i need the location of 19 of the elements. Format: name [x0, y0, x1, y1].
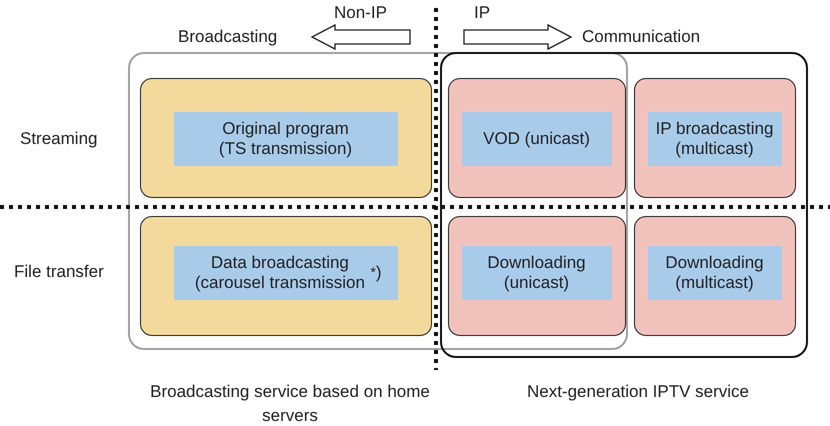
service-box: VOD (unicast) [462, 112, 612, 166]
group-caption: Broadcasting service based on home servers [150, 381, 430, 426]
axis-label: Non-IP [334, 3, 387, 23]
category-panel [448, 78, 626, 198]
row-label: Streaming [20, 129, 98, 149]
service-box: IP broadcasting (multicast) [648, 112, 782, 166]
group-caption: Next-generation IPTV service [526, 381, 750, 403]
axis-label: IP [474, 3, 490, 23]
category-panel [140, 78, 432, 198]
category-panel [634, 78, 796, 198]
axis-label: Broadcasting [178, 27, 278, 47]
category-panel [140, 216, 432, 336]
service-box: Downloading (multicast) [648, 246, 782, 300]
axis-label: Communication [582, 27, 700, 47]
service-box: Original program (TS transmission) [174, 112, 398, 166]
category-panel [634, 216, 796, 336]
service-box: Downloading (unicast) [462, 246, 612, 300]
row-label: File transfer [14, 262, 104, 282]
category-panel [448, 216, 626, 336]
